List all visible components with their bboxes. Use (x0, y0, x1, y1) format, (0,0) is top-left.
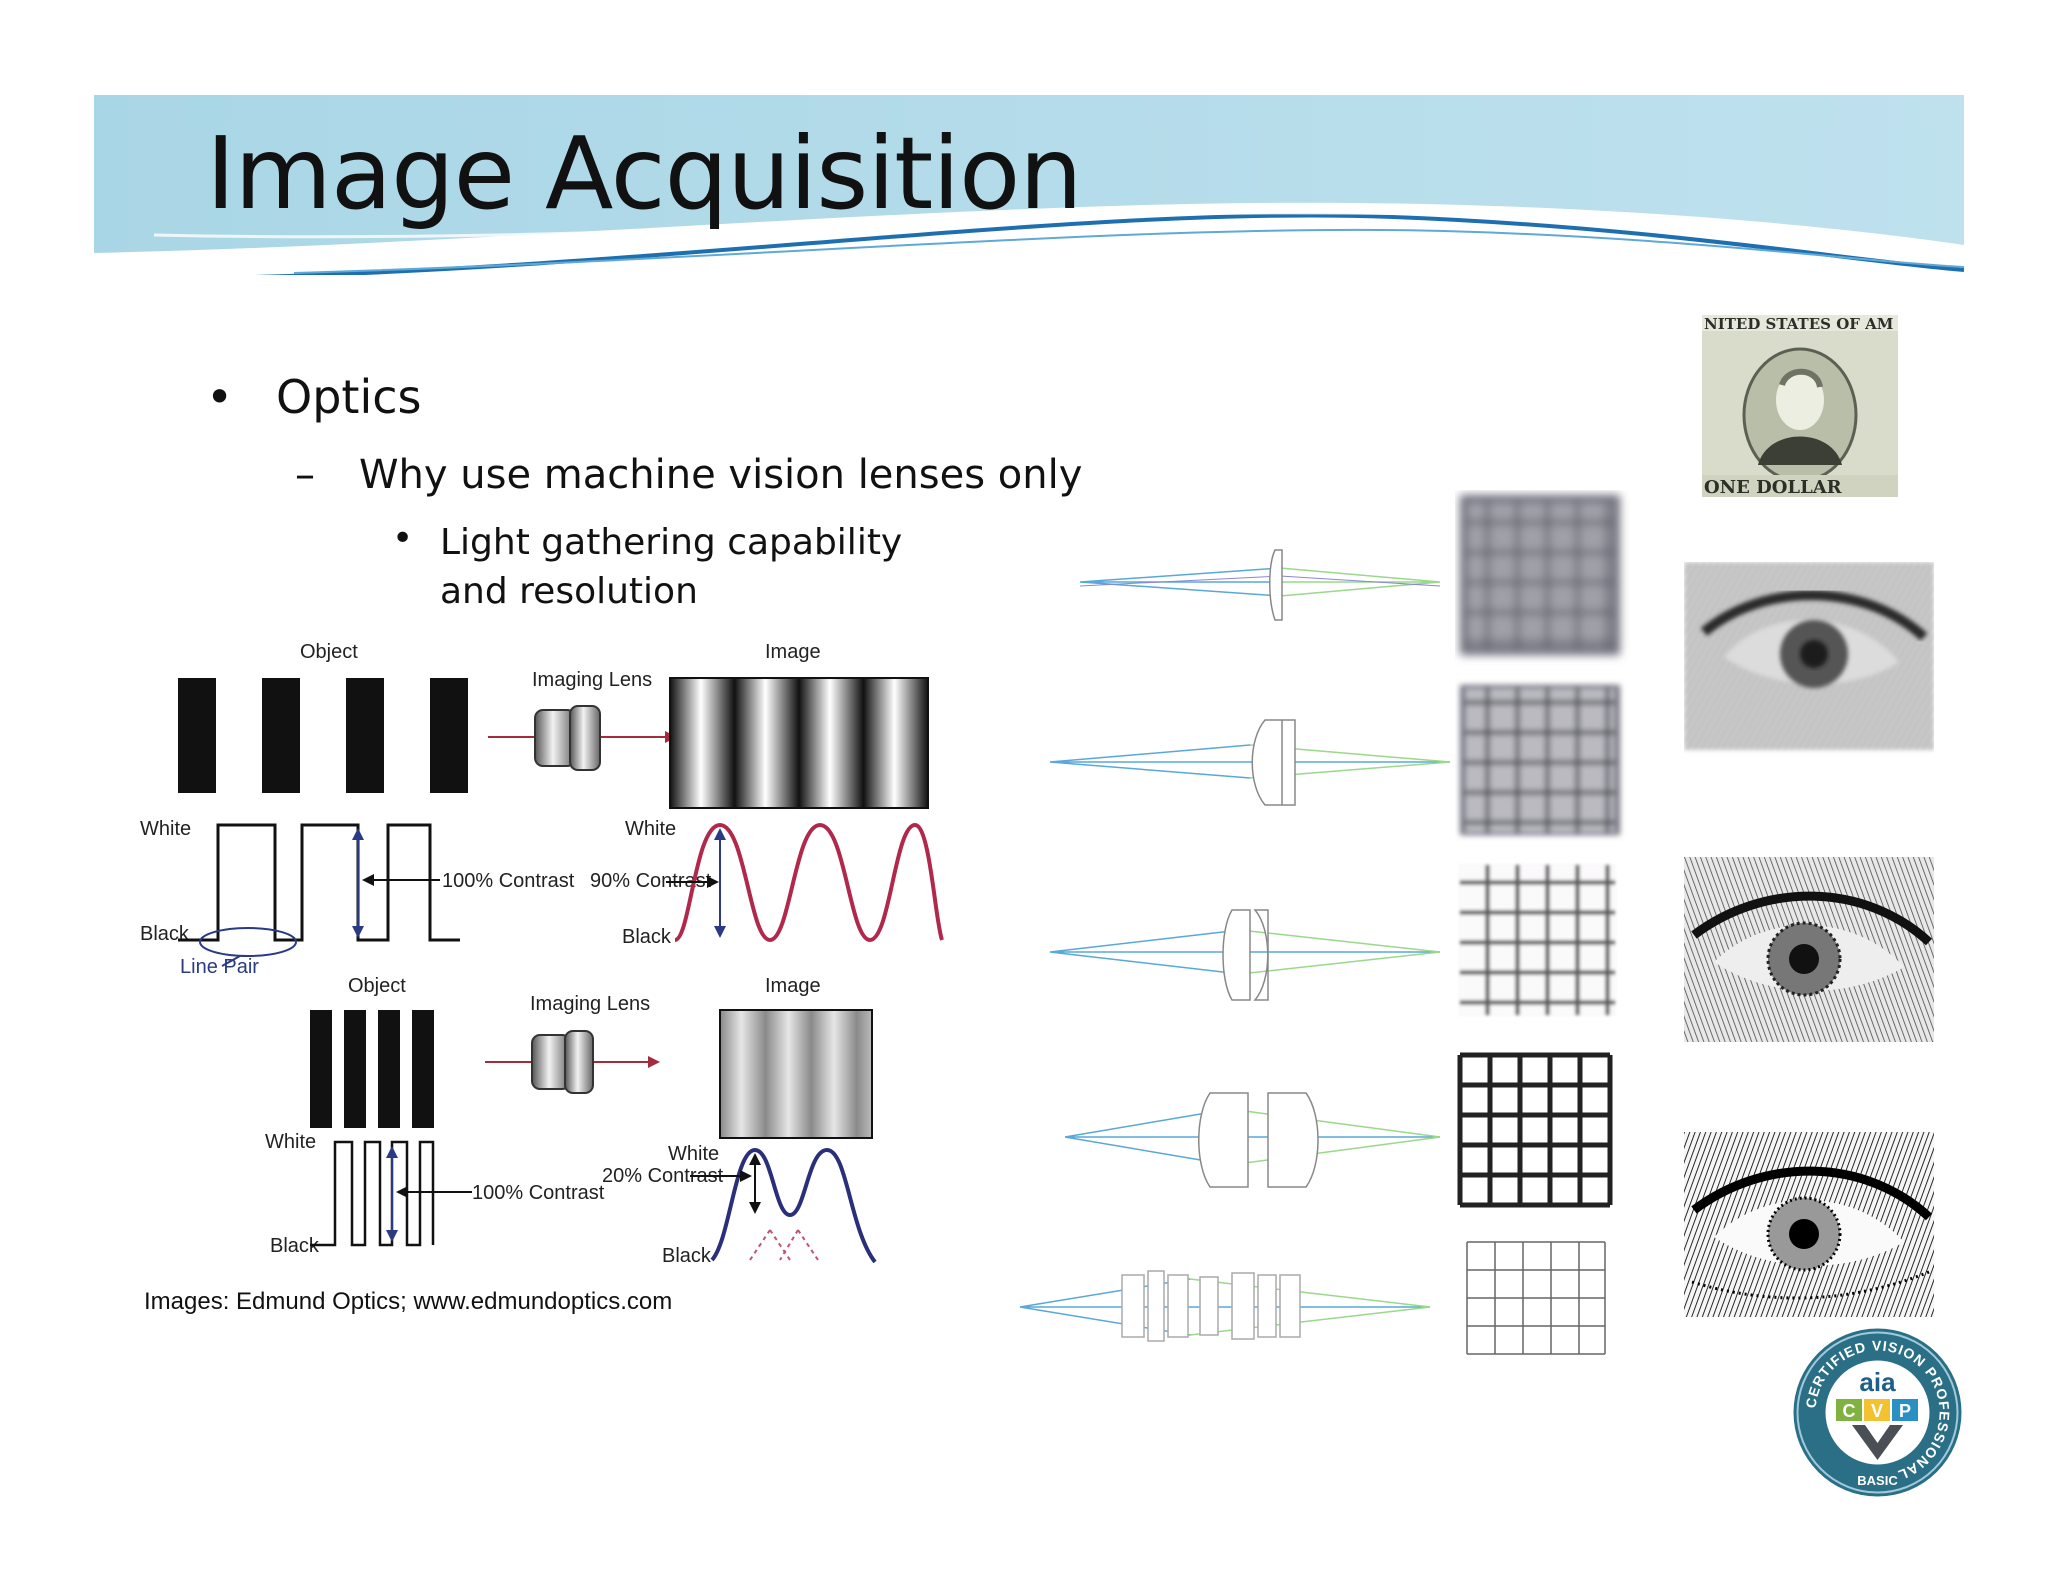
cvp-letter-v: V (1871, 1401, 1883, 1421)
bottom-contrast-left: 100% Contrast (472, 1182, 605, 1204)
eye-closeups (1684, 562, 1934, 1317)
top-sine-wave (674, 822, 944, 943)
bullet3-line1: Light gathering capability (440, 522, 903, 563)
bottom-contrast-right: 20% Contrast (602, 1165, 724, 1187)
header-band (94, 95, 1964, 275)
top-white-right: White (625, 818, 676, 840)
slide-title: Image Acquisition (206, 115, 1083, 232)
top-object-bars (178, 678, 468, 793)
cvp-badge: CERTIFIED VISION PROFESSIONAL BASIC aia … (1790, 1325, 1965, 1500)
dollar-bottom-text: ONE DOLLAR (1704, 477, 1843, 497)
top-contrast-right: 90% Contrast (590, 870, 712, 892)
bullet-text: Optics (276, 370, 422, 424)
eye-mid-res (1684, 857, 1934, 1042)
bottom-image-label: Image (765, 975, 821, 997)
lens-quad (1064, 1092, 1441, 1188)
bottom-image-blur (719, 1009, 873, 1139)
bottom-black-right: Black (662, 1245, 712, 1267)
bottom-white-left: White (265, 1131, 316, 1153)
top-lens-label: Imaging Lens (532, 669, 652, 691)
top-square-wave (178, 823, 460, 942)
top-contrast-left: 100% Contrast (442, 870, 575, 892)
grid-test-patterns (1457, 495, 1620, 1355)
bottom-lens-icon (485, 1030, 660, 1094)
line-pair-label: Line Pair (180, 956, 259, 978)
top-black-left: Black (140, 923, 190, 945)
top-white-left: White (140, 818, 191, 840)
sub-bullet-marker: – (295, 452, 315, 498)
cvp-badge-icon: CERTIFIED VISION PROFESSIONAL BASIC aia … (1793, 1328, 1962, 1497)
bottom-black-left: Black (270, 1235, 320, 1257)
top-lens-icon (488, 705, 677, 771)
lens-single (1079, 549, 1441, 621)
grid-pattern-2 (1460, 685, 1620, 835)
bottom-object-bars (310, 1010, 434, 1128)
top-object-label: Object (300, 641, 358, 663)
lens-triplet (1049, 909, 1441, 1001)
bottom-white-right: White (668, 1143, 719, 1165)
grid-pattern-3 (1460, 865, 1615, 1015)
bottom-object-label: Object (348, 975, 406, 997)
bottom-lens-label: Imaging Lens (530, 993, 650, 1015)
bottom-square-wave (310, 1140, 435, 1247)
grid-pattern-1 (1460, 495, 1620, 655)
image-credit-caption: Images: Edmund Optics; www.edmundoptics.… (144, 1288, 673, 1315)
dollar-bill-image: NITED STATES OF AM ONE DOLLAR (1702, 315, 1898, 497)
lens-doublet (1049, 719, 1451, 806)
eye-low-res (1684, 562, 1934, 750)
bottom-sine-wave (710, 1147, 877, 1264)
eye-high-res (1684, 1132, 1934, 1317)
top-image-label: Image (765, 641, 821, 663)
cvp-letter-p: P (1899, 1401, 1911, 1421)
lens-complex (1019, 1270, 1431, 1342)
contrast-diagram: Object Imaging Lens Image White Black 10… (140, 641, 944, 1267)
cvp-brand: aia (1859, 1367, 1896, 1397)
bullet-marker: • (206, 370, 234, 424)
grid-pattern-5 (1466, 1241, 1606, 1355)
top-black-right: Black (622, 926, 672, 948)
dollar-top-text: NITED STATES OF AM (1704, 315, 1893, 333)
cvp-level: BASIC (1857, 1473, 1898, 1488)
bullet3-line2: and resolution (440, 571, 698, 612)
sub-bullet-text: Why use machine vision lenses only (359, 452, 1083, 498)
sub-sub-bullet-marker: • (392, 518, 414, 559)
grid-pattern-4 (1457, 1052, 1613, 1208)
top-image-blur (669, 677, 929, 809)
lens-ray-diagrams (1019, 549, 1451, 1342)
sub-sub-bullet-text: Light gathering capability and resolution (440, 518, 902, 616)
cvp-letter-c: C (1843, 1401, 1856, 1421)
line-pair-ellipse (199, 927, 297, 957)
